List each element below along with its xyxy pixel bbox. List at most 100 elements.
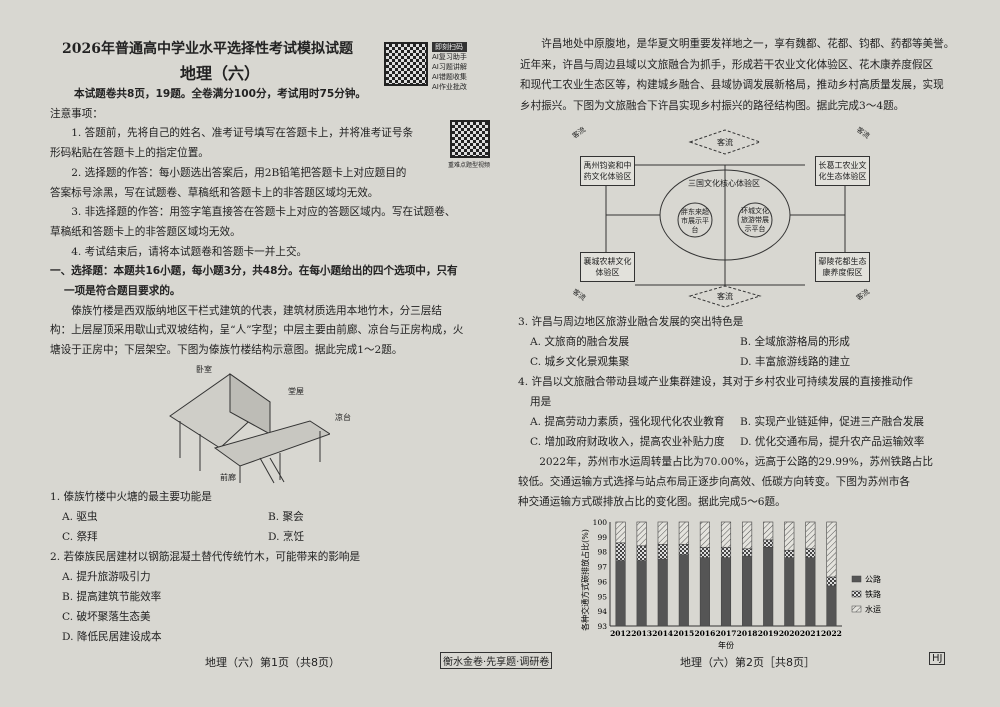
diagram-node-yuzhou: 禹州钧瓷和中药文化体验区: [580, 156, 635, 186]
x-tick-label: 2021: [800, 629, 821, 638]
exam-title: 2026年普通高中学业水平选择性考试模拟试题: [62, 41, 353, 57]
q2-option-c[interactable]: C. 破坏聚落生态美: [62, 611, 151, 623]
bar-2017-公路: [720, 557, 732, 627]
q1-option-d[interactable]: D. 烹饪: [268, 531, 305, 543]
qr-label: 即刻扫码: [432, 42, 467, 52]
x-tick-label: 2015: [673, 629, 694, 638]
q3-option-d[interactable]: D. 丰富旅游线路的建立: [740, 356, 851, 368]
suzhou-passage: 较低。交通运输方式选择与站点布局正逐步向高效、低碳方向转变。下图为苏州市各: [518, 476, 910, 488]
bar-2012-铁路: [615, 542, 626, 561]
q4-option-b[interactable]: B. 实现产业链延伸，促进三产融合发展: [740, 416, 925, 428]
bar-2015-水运: [678, 521, 689, 545]
q3-option-c[interactable]: C. 城乡文化景观集聚: [530, 356, 630, 368]
x-tick-label: 2020: [779, 629, 800, 638]
exam-subtitle: 地理（六）: [180, 64, 261, 83]
bar-2021-水运: [805, 521, 816, 550]
notice-line: 3. 非选择题的作答：用签字笔直接答在答题卡上对应的答题区域内。写在试题卷、: [71, 206, 456, 219]
x-tick-label: 2018: [737, 629, 758, 638]
legend-label: 水运: [865, 604, 881, 614]
q4-option-d[interactable]: D. 优化交通布局，提升农产品运输效率: [740, 436, 925, 448]
bar-2019-公路: [763, 546, 774, 627]
q2-stem: 2. 若傣族民居建材以钢筋混凝土替代传统竹木，可能带来的影响是: [50, 551, 361, 563]
y-tick-label: 100: [593, 518, 608, 527]
bar-2012-公路: [615, 560, 626, 627]
q2-option-a[interactable]: A. 提升旅游吸引力: [62, 571, 151, 583]
q3-stem: 3. 许昌与周边地区旅游业融合发展的突出特色是: [518, 316, 744, 328]
bar-2015-铁路: [678, 543, 689, 555]
q1-option-a[interactable]: A. 驱虫: [62, 511, 98, 523]
q1-option-b[interactable]: B. 聚会: [268, 511, 304, 523]
diagram-platform-2: 环城文化旅游带展示平台: [741, 207, 769, 233]
y-tick-label: 93: [597, 622, 607, 631]
page-2-footer: 地理（六）第2页［共8页］: [680, 656, 815, 669]
y-axis-label: 各种交通方式碳排放占比(%): [580, 529, 590, 631]
q4-stem-cont: 用是: [530, 396, 552, 408]
bar-2019-铁路: [763, 539, 774, 548]
bar-2018-铁路: [742, 548, 753, 557]
passage-line: 乡村振兴。下图为文旅融合下许昌实现乡村振兴的路径结构图。据此完成3～4题。: [520, 99, 905, 112]
bamboo-house-figure: [169, 373, 330, 484]
bar-2022-水运: [826, 521, 837, 578]
y-tick-label: 99: [597, 533, 607, 542]
passage-line: 傣族竹楼是西双版纳地区干栏式建筑的代表，建筑材质选用本地竹木，分三层结: [71, 304, 442, 317]
x-tick-label: 2013: [631, 629, 652, 638]
qr-item: AI错题收集: [432, 73, 467, 81]
q4-option-c[interactable]: C. 增加政府财政收入，提高农业补贴力度: [530, 436, 725, 448]
bar-2021-铁路: [805, 548, 816, 558]
label-main-room: 堂屋: [288, 387, 304, 396]
bar-2012-水运: [615, 521, 626, 544]
exam-info: 本试题卷共8页，19题。全卷满分100分，考试用时75分钟。: [74, 88, 367, 100]
bar-2016-铁路: [699, 546, 710, 558]
section-heading: 一、选择题：本题共16小题，每小题3分，共48分。在每小题给出的四个选项中，只有: [50, 265, 458, 278]
suzhou-passage: 2022年，苏州市水运周转量占比为70.00%，远高于公路的29.99%，苏州铁…: [539, 456, 933, 468]
q4-option-a[interactable]: A. 提高劳动力素质，强化现代化农业教育: [530, 416, 725, 428]
x-axis-label: 年份: [718, 640, 734, 650]
legend-swatch-水运: [851, 605, 862, 613]
bar-2016-水运: [699, 521, 710, 548]
questions-3-4: 3. 许昌与周边地区旅游业融合发展的突出特色是 A. 文旅商的融合发展 B. 全域…: [518, 312, 978, 512]
passage-line: 许昌地处中原腹地，是华夏文明重要发祥地之一，享有魏都、花都、钧都、药都等美誉。: [541, 38, 955, 50]
qr-code-video: [450, 120, 490, 158]
diagram-connectors: [605, 129, 846, 308]
qr-item: AI作业批改: [432, 83, 467, 91]
q1-option-c[interactable]: C. 祭拜: [62, 531, 98, 543]
y-tick-label: 94: [597, 607, 607, 616]
label-bedroom: 卧室: [196, 365, 212, 374]
bar-2022-铁路: [826, 576, 837, 587]
bar-2020-铁路: [784, 549, 795, 558]
legend-label: 公路: [865, 574, 881, 584]
bar-2020-水运: [784, 521, 795, 551]
passage-line: 塘设于正房中；下层架空。下图为傣族竹楼结构示意图。据此完成1～2题。: [50, 344, 403, 357]
exam-instructions: 本试题卷共8页，19题。全卷满分100分，考试用时75分钟。 注意事项： 1. …: [50, 85, 490, 361]
legend-label: 铁路: [865, 589, 881, 599]
bar-2013-公路: [636, 560, 647, 627]
qr-caption: 重难点题型视频: [448, 162, 491, 169]
diagram-flow-top: 客流: [717, 138, 733, 147]
x-tick-label: 2019: [758, 629, 779, 638]
label-balcony: 凉台: [335, 413, 351, 422]
notice-line: 形码粘贴在答题卡上的指定位置。: [50, 147, 209, 160]
passage-line: 近年来，许昌与周边县域以文旅融合为抓手，形成若干农业文化体验区、花木康养度假区: [520, 58, 934, 71]
notice-line: 答案标号涂黑，写在试题卷、草稿纸和答题卡上的非答题区域均无效。: [50, 186, 379, 199]
y-tick-label: 98: [597, 548, 607, 557]
label-porch: 前廊: [220, 473, 236, 482]
diagram-core: 三国文化核心体验区: [688, 179, 760, 188]
q2-option-b[interactable]: B. 提高建筑节能效率: [62, 591, 162, 603]
diagram-node-changge: 长葛工农业文化生态体验区: [815, 156, 870, 186]
qr-item: AI习题讲解: [432, 63, 467, 71]
notice-title: 注意事项：: [50, 107, 103, 120]
paper-code: HJ: [929, 652, 946, 665]
q3-option-a[interactable]: A. 文旅商的融合发展: [530, 336, 630, 348]
y-tick-label: 96: [597, 577, 607, 586]
bar-2014-铁路: [657, 543, 668, 560]
q2-option-d[interactable]: D. 降低民居建设成本: [62, 631, 162, 643]
passage-line: 和现代工农业生态区等，构建城乡融合、县域协调发展新格局，推动乡村高质量发展，实现: [520, 79, 944, 91]
qr-code: [384, 42, 428, 86]
q3-option-b[interactable]: B. 全域旅游格局的形成: [740, 336, 850, 348]
bar-2014-水运: [657, 521, 668, 545]
notice-line: 4. 考试结束后，请将本试题卷和答题卡一并上交。: [71, 245, 308, 258]
diagram-flow-bottom: 客流: [717, 292, 733, 301]
x-tick-label: 2022: [821, 629, 842, 638]
legend-swatch-公路: [851, 575, 862, 583]
